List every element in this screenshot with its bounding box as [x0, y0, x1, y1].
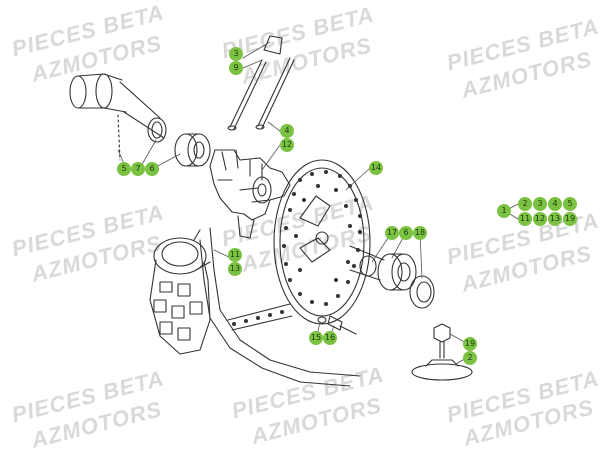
callout-badge[interactable]: 17 [385, 226, 399, 240]
hub-part [209, 149, 291, 239]
callout-badge[interactable]: 18 [413, 226, 427, 240]
callout-badge[interactable]: 2 [518, 197, 532, 211]
right-seal [409, 275, 435, 309]
callout-badge[interactable]: 4 [548, 197, 562, 211]
callout-badge[interactable]: 11 [518, 212, 532, 226]
callout-badge[interactable]: 5 [563, 197, 577, 211]
callout-badge[interactable]: 3 [533, 197, 547, 211]
callout-badge[interactable]: 4 [280, 124, 294, 138]
callout-badge[interactable]: 5 [117, 162, 131, 176]
callout-badge[interactable]: 19 [463, 337, 477, 351]
long-bolts [227, 35, 295, 131]
callout-badge[interactable]: 13 [548, 212, 562, 226]
nut-fitting [411, 323, 473, 381]
callout-badge[interactable]: 14 [369, 161, 383, 175]
callout-badge[interactable]: 6 [145, 162, 159, 176]
callout-badge[interactable]: 12 [280, 138, 294, 152]
callout-badge[interactable]: 2 [463, 351, 477, 365]
axle-part [69, 73, 165, 161]
exploded-parts-diagram: PIECES BETA AZMOTORS PIECES BETA AZMOTOR… [9, 0, 601, 453]
spacer-tube [349, 245, 385, 281]
bearing-part [174, 133, 211, 167]
brake-disc [273, 159, 371, 325]
callout-badge[interactable]: 15 [309, 331, 323, 345]
callout-badge[interactable]: 9 [229, 61, 243, 75]
seal-part [147, 117, 167, 143]
callout-badge[interactable]: 11 [228, 248, 242, 262]
callout-badge[interactable]: 13 [228, 262, 242, 276]
callout-badge[interactable]: 16 [323, 331, 337, 345]
callout-badge[interactable]: 12 [533, 212, 547, 226]
callout-badge[interactable]: 6 [399, 226, 413, 240]
callout-badge[interactable]: 7 [131, 162, 145, 176]
disc-bolt [317, 315, 357, 335]
callout-badge[interactable]: 19 [563, 212, 577, 226]
right-bearing [377, 253, 417, 291]
tyre-part [149, 227, 361, 387]
callout-badge[interactable]: 1 [497, 204, 511, 218]
callout-badge[interactable]: 3 [229, 47, 243, 61]
